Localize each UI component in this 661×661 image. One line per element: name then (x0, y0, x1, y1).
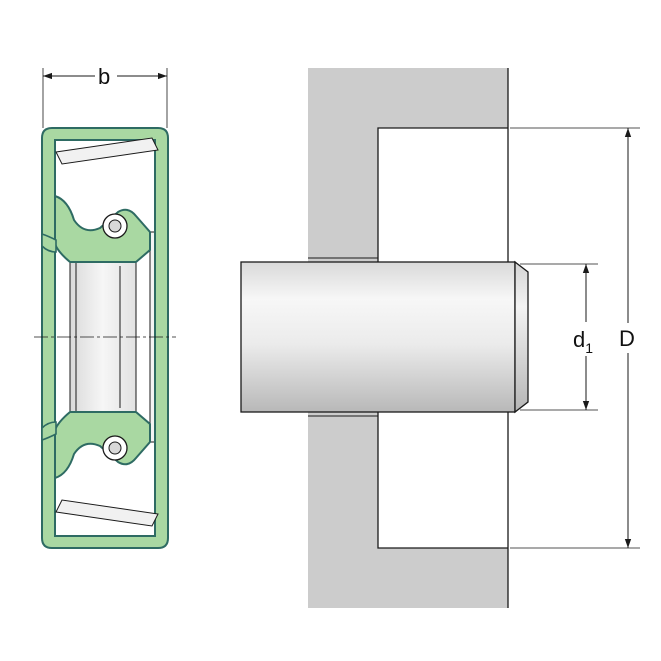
b-label-gap (95, 62, 117, 86)
dimension-D: D (510, 127, 640, 549)
D-label-gap (616, 323, 640, 353)
shaft-chamfer (514, 260, 529, 414)
shaft-body (240, 261, 516, 413)
dimension-b: b (43, 62, 167, 89)
garter-spring-top-inner (108, 219, 122, 233)
sealing-lip-bottom (54, 411, 151, 480)
garter-spring-bottom-inner (108, 441, 122, 455)
housing-block (308, 68, 508, 608)
dimension-d1: d1 (520, 263, 600, 411)
b-label: b (98, 64, 110, 89)
d1-label-gap (572, 322, 600, 356)
metal-insert-bottom (55, 499, 159, 527)
metal-insert-top (55, 137, 159, 165)
shaft (240, 260, 529, 414)
dust-lip-top (41, 232, 57, 253)
D-label: D (619, 326, 635, 351)
bore-upper-outline (377, 127, 508, 262)
sealing-lip-top (54, 194, 151, 263)
seal-outer-shell (41, 127, 169, 549)
dust-lip-bottom (41, 421, 57, 442)
bore-lower-outline (377, 412, 508, 549)
d1-label: d1 (573, 327, 593, 356)
seal-cross-section (34, 68, 176, 549)
